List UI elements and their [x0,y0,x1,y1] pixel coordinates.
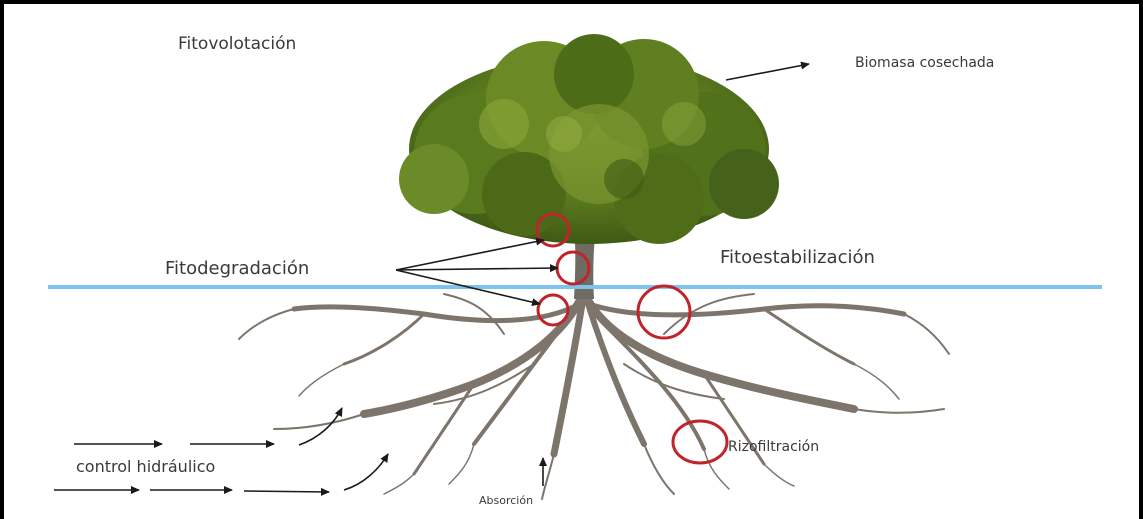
tree-illustration [399,34,779,244]
arrow-icon [344,454,388,490]
roots [239,294,949,499]
label-rizofiltracion: Rizofiltración [728,440,819,454]
arrow-icon [726,64,809,80]
label-biomasa-cosechada: Biomasa cosechada [855,56,994,70]
arrow-icon [396,240,544,270]
arrow-icon [244,491,329,492]
label-absorcion: Absorción [479,495,533,506]
arrow-icon [396,268,558,270]
label-fitoestabilizacion: Fitoestabilización [720,249,875,267]
label-fitodegradacion: Fitodegradación [165,260,309,278]
label-fitovolotacion: Fitovolotación [178,36,296,53]
label-control-hidraulico: control hidráulico [76,459,215,475]
